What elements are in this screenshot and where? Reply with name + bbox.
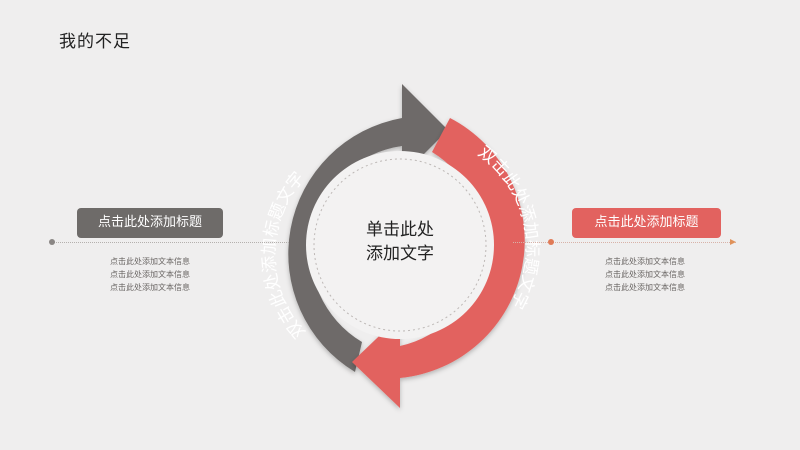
center-dashed-ring bbox=[313, 158, 487, 332]
right-title-label[interactable]: 点击此处添加标题 bbox=[572, 208, 721, 238]
left-title-label[interactable]: 点击此处添加标题 bbox=[77, 208, 223, 238]
left-desc-line: 点击此处添加文本信息 bbox=[110, 270, 190, 279]
right-description[interactable]: 点击此处添加文本信息 点击此处添加文本信息 点击此处添加文本信息 bbox=[570, 255, 720, 294]
left-desc-line: 点击此处添加文本信息 bbox=[110, 283, 190, 292]
center-text-line-2: 添加文字 bbox=[366, 244, 434, 264]
page-title: 我的不足 bbox=[59, 32, 131, 52]
left-connector-dot bbox=[49, 239, 55, 245]
right-connector-dot bbox=[548, 239, 554, 245]
left-description[interactable]: 点击此处添加文本信息 点击此处添加文本信息 点击此处添加文本信息 bbox=[75, 255, 225, 294]
right-connector-arrow-icon bbox=[730, 239, 736, 245]
center-circle bbox=[306, 151, 494, 339]
left-connector-line bbox=[52, 242, 289, 243]
left-desc-line: 点击此处添加文本信息 bbox=[110, 257, 190, 266]
right-desc-line: 点击此处添加文本信息 bbox=[605, 283, 685, 292]
center-text[interactable]: 单击此处 添加文字 bbox=[330, 218, 470, 266]
right-connector-line bbox=[513, 242, 736, 243]
right-desc-line: 点击此处添加文本信息 bbox=[605, 257, 685, 266]
center-text-line-1: 单击此处 bbox=[366, 220, 434, 240]
right-desc-line: 点击此处添加文本信息 bbox=[605, 270, 685, 279]
